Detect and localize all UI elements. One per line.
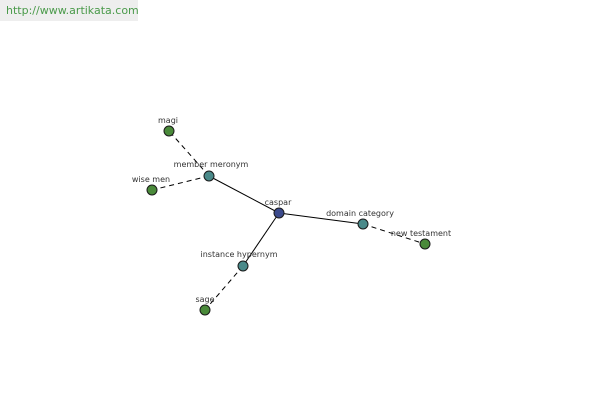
- node-circle-wise-men[interactable]: [146, 184, 158, 196]
- node-label-new-testament: new testament: [391, 229, 451, 238]
- node-label-magi: magi: [158, 116, 178, 125]
- edge-caspar-to-member-meronym: [208, 175, 280, 214]
- node-instance-hypernym[interactable]: instance hypernym: [201, 250, 278, 272]
- node-caspar[interactable]: caspar: [265, 198, 292, 219]
- node-label-wise-men: wise men: [132, 175, 170, 184]
- node-label-member-meronym: member meronym: [174, 160, 249, 169]
- edge-instance-hypernym-to-sage: [204, 265, 244, 311]
- node-label-instance-hypernym: instance hypernym: [201, 250, 278, 259]
- node-label-sage: sage: [195, 295, 214, 304]
- watermark-url[interactable]: http://www.artikata.com: [0, 0, 139, 21]
- node-circle-magi[interactable]: [163, 125, 175, 137]
- node-circle-new-testament[interactable]: [419, 238, 431, 250]
- edge-caspar-to-instance-hypernym: [242, 212, 280, 267]
- node-sage[interactable]: sage: [195, 295, 215, 316]
- node-wise-men[interactable]: wise men: [132, 175, 170, 196]
- node-circle-domain-category[interactable]: [357, 218, 369, 230]
- edges-layer: [151, 130, 426, 311]
- node-circle-sage[interactable]: [199, 304, 211, 316]
- nodes-layer: caspar member meronym domain category insta…: [132, 116, 451, 316]
- edge-member-meronym-to-magi: [168, 130, 210, 177]
- node-circle-caspar[interactable]: [273, 207, 285, 219]
- node-member-meronym[interactable]: member meronym: [174, 160, 249, 182]
- node-circle-member-meronym[interactable]: [203, 170, 215, 182]
- edge-caspar-to-domain-category: [278, 212, 364, 225]
- edge-domain-category-to-new-testament: [362, 223, 426, 245]
- edge-member-meronym-to-wise-men: [151, 175, 210, 191]
- node-label-caspar: caspar: [265, 198, 292, 207]
- node-label-domain-category: domain category: [326, 209, 394, 218]
- node-new-testament[interactable]: new testament: [391, 229, 451, 250]
- node-circle-instance-hypernym[interactable]: [237, 260, 249, 272]
- node-domain-category[interactable]: domain category: [326, 209, 394, 230]
- node-magi[interactable]: magi: [158, 116, 178, 137]
